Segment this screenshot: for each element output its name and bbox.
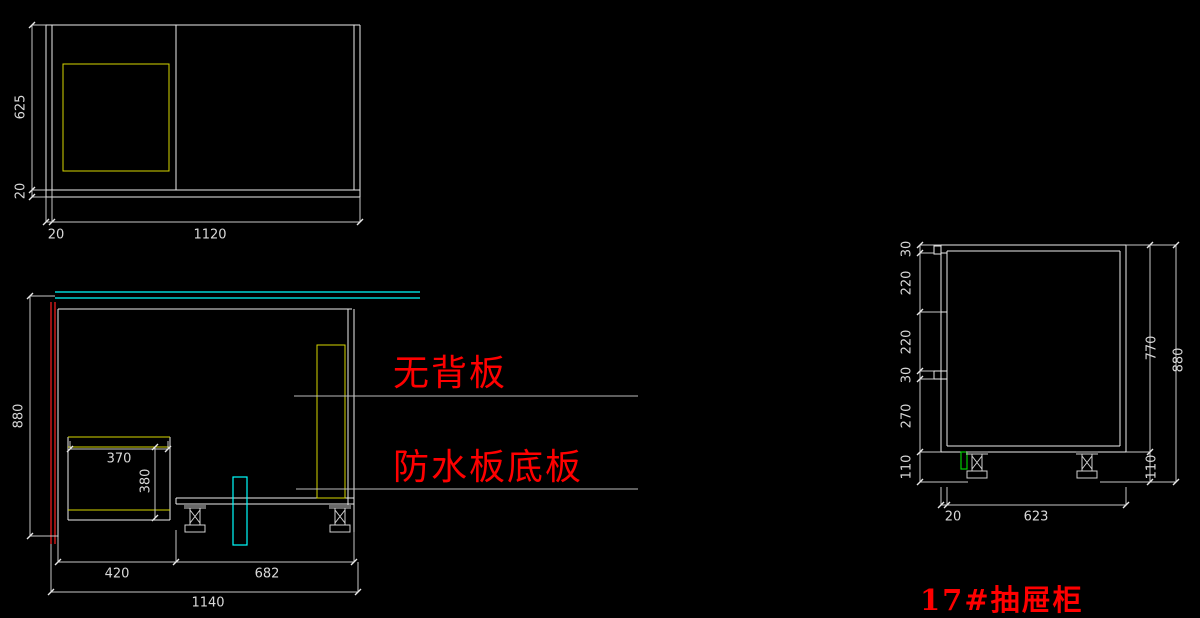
dim-section-right-total: 880 <box>1171 347 1187 373</box>
dim-front-bottom-left: 420 <box>104 566 130 582</box>
front-yellow-lines <box>68 344 346 511</box>
section-title: 17#抽屉柜 <box>920 583 1084 617</box>
adjustable-foot <box>1075 451 1099 479</box>
dim-section-left-0: 30 <box>899 240 915 258</box>
section-view <box>916 241 1180 509</box>
front-outline <box>57 308 355 537</box>
front-dimension-ticks <box>26 292 362 596</box>
plan-dimension-lines <box>31 24 361 223</box>
adjustable-foot <box>183 505 207 533</box>
green-hardware-mark <box>960 451 968 470</box>
dim-section-right-inner: 770 <box>1144 335 1160 361</box>
plan-yellow-panel <box>62 63 170 172</box>
dim-section-left-5: 110 <box>899 454 915 480</box>
dim-plan-bottom-thickness: 20 <box>47 227 65 243</box>
dim-front-inner-height: 380 <box>138 468 154 494</box>
front-cyan-post <box>232 476 248 546</box>
dim-plan-left-thickness: 20 <box>13 182 29 200</box>
front-dimension-lines <box>29 295 359 593</box>
left-red-panel-lines <box>50 302 56 544</box>
dim-section-left-3: 30 <box>899 366 915 384</box>
dim-section-left-4: 270 <box>899 403 915 429</box>
dim-section-bottom-width: 623 <box>1023 509 1049 525</box>
countertop-lines <box>55 291 420 299</box>
dim-plan-bottom-width: 1120 <box>193 227 227 243</box>
drawer-gap-notch <box>933 245 942 255</box>
dim-plan-height: 625 <box>13 94 29 120</box>
front-elevation-view <box>26 291 638 596</box>
dim-section-left-1: 220 <box>899 270 915 296</box>
plan-outline <box>45 24 361 198</box>
section-dimension-ticks <box>916 241 1180 509</box>
plan-view <box>28 21 364 226</box>
section-outline <box>940 244 1127 453</box>
dim-front-inner-width: 370 <box>106 451 132 467</box>
label-no-back-panel: 无背板 <box>393 353 508 394</box>
adjustable-foot <box>328 505 352 533</box>
drawer-gap-notch <box>933 370 942 380</box>
dim-section-bottom-thickness: 20 <box>944 509 962 525</box>
dim-front-height: 880 <box>11 403 27 429</box>
adjustable-foot <box>965 451 989 479</box>
section-dimension-lines <box>919 244 1177 506</box>
dim-front-bottom-right: 682 <box>254 566 280 582</box>
label-waterproof-bottom: 防水板底板 <box>393 447 584 488</box>
plan-dimension-ticks <box>28 21 364 226</box>
dim-section-left-2: 220 <box>899 329 915 355</box>
dim-section-right-feet: 110 <box>1144 454 1160 480</box>
dim-front-bottom-total: 1140 <box>191 595 225 611</box>
annotation-leader-lines <box>294 395 638 490</box>
